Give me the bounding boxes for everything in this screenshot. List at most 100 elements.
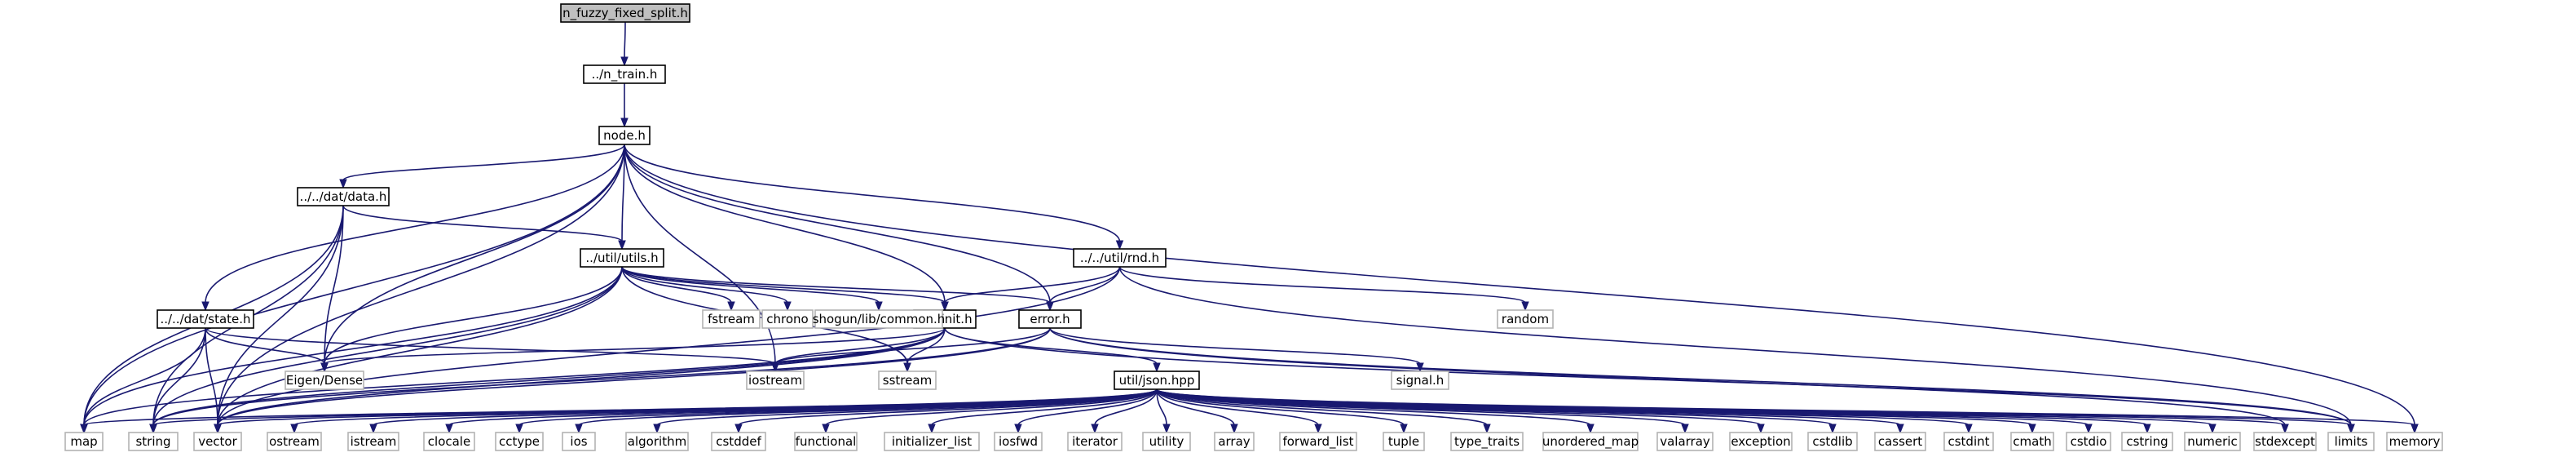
node-error[interactable]: error.h xyxy=(1018,309,1082,329)
node-fstream: fstream xyxy=(702,309,761,329)
edge-init-to-eigen xyxy=(324,327,946,365)
arrowhead-json-to-map xyxy=(80,424,88,434)
node-label-cstddef: cstddef xyxy=(716,434,761,449)
node-label-clocale: clocale xyxy=(428,434,470,449)
node-cmath: cmath xyxy=(2010,432,2054,451)
arrowhead-json-to-forward_list xyxy=(1314,424,1322,434)
edge-error-to-signal xyxy=(1049,327,1421,365)
edge-error-to-iostream xyxy=(774,327,1051,365)
node-exception: exception xyxy=(1729,432,1793,451)
arrowhead-json-to-stdexcept xyxy=(2281,424,2289,434)
arrowhead-json-to-ostream xyxy=(290,424,298,434)
node-algorithm: algorithm xyxy=(625,432,689,451)
node-label-string: string xyxy=(135,434,170,449)
arrowhead-node-to-state xyxy=(201,301,210,312)
node-label-eigen: Eigen/Dense xyxy=(286,373,363,388)
node-limits: limits xyxy=(2327,432,2375,451)
edge-node-to-map xyxy=(83,144,625,426)
node-box-algorithm xyxy=(625,432,689,451)
edge-utils-to-string xyxy=(152,266,623,426)
node-map: map xyxy=(64,432,104,451)
edge-utils-to-init xyxy=(621,266,946,304)
node-unordered_map: unordered_map xyxy=(1542,432,1639,451)
node-label-fstream: fstream xyxy=(708,312,755,326)
edge-utils-to-error xyxy=(621,266,1051,304)
node-box-signal xyxy=(1391,370,1449,390)
edge-node-to-data xyxy=(342,144,625,181)
edge-utils-to-shogun xyxy=(621,266,880,304)
node-state[interactable]: ../../dat/state.h xyxy=(157,309,254,329)
node-box-cstdio xyxy=(2066,432,2111,451)
edge-state-to-map xyxy=(83,327,206,426)
node-n_train[interactable]: ../n_train.h xyxy=(583,64,666,84)
arrowhead-json-to-cassert xyxy=(1896,424,1904,434)
node-cctype: cctype xyxy=(495,432,544,451)
node-label-iostream: iostream xyxy=(748,373,802,388)
node-type_traits: type_traits xyxy=(1450,432,1524,451)
arrowhead-json-to-memory xyxy=(2411,424,2419,434)
node-label-limits: limits xyxy=(2335,434,2368,449)
node-cstdint: cstdint xyxy=(1943,432,1994,451)
node-node[interactable]: node.h xyxy=(598,126,651,145)
edge-error-to-vector xyxy=(217,327,1051,426)
node-data[interactable]: ../../dat/data.h xyxy=(297,187,390,206)
arrowhead-rnd-to-error xyxy=(1046,301,1054,312)
node-label-valarray: valarray xyxy=(1660,434,1710,449)
edge-error-to-limits xyxy=(1049,327,2352,426)
edge-init-to-vector xyxy=(217,327,946,426)
node-box-sstream xyxy=(878,370,937,390)
edge-json-to-iterator xyxy=(1094,388,1158,426)
arrowhead-init-to-json xyxy=(1153,362,1161,373)
arrowhead-json-to-cstdio xyxy=(2084,424,2093,434)
node-utils[interactable]: ../util/utils.h xyxy=(580,248,664,268)
node-label-functional: functional xyxy=(796,434,857,449)
arrowhead-json-to-iterator xyxy=(1091,424,1099,434)
node-box-iosfwd xyxy=(994,432,1043,451)
node-tuple: tuple xyxy=(1383,432,1425,451)
arrowhead-json-to-utility xyxy=(1162,424,1171,434)
node-cstring: cstring xyxy=(2121,432,2173,451)
node-box-ostream xyxy=(267,432,322,451)
node-label-iterator: iterator xyxy=(1072,434,1118,449)
arrowhead-json-to-istream xyxy=(369,424,377,434)
node-iosfwd: iosfwd xyxy=(994,432,1043,451)
edge-node-to-error xyxy=(624,144,1051,304)
edge-data-to-utils xyxy=(342,205,623,242)
arrowhead-error-to-iostream xyxy=(771,362,779,373)
node-box-shogun xyxy=(814,309,943,329)
node-box-cstdlib xyxy=(1807,432,1858,451)
node-box-limits xyxy=(2327,432,2375,451)
arrowhead-node-to-rnd xyxy=(1115,240,1124,251)
node-label-state: ../../dat/state.h xyxy=(160,312,250,326)
node-label-signal: signal.h xyxy=(1396,373,1445,388)
arrowhead-json-to-array xyxy=(1230,424,1238,434)
node-label-iosfwd: iosfwd xyxy=(999,434,1038,449)
node-rnd[interactable]: ../../util/rnd.h xyxy=(1073,248,1167,268)
node-root[interactable]: n_fuzzy_fixed_split.h xyxy=(560,3,690,23)
node-box-n_train xyxy=(583,64,666,84)
edge-layer xyxy=(80,21,2419,434)
edge-state-to-eigen xyxy=(205,327,325,365)
arrowhead-json-to-initializer_list xyxy=(928,424,936,434)
arrowhead-error-to-signal xyxy=(1416,362,1424,373)
edge-json-to-type_traits xyxy=(1156,388,1488,426)
node-json[interactable]: util/json.hpp xyxy=(1114,370,1200,390)
edge-init-to-json xyxy=(944,327,1158,365)
node-label-random: random xyxy=(1502,312,1549,326)
node-label-cassert: cassert xyxy=(1878,434,1922,449)
node-clocale: clocale xyxy=(423,432,475,451)
edge-node-to-init xyxy=(624,144,946,304)
node-cstdlib: cstdlib xyxy=(1807,432,1858,451)
node-box-cstddef xyxy=(711,432,766,451)
node-numeric: numeric xyxy=(2184,432,2241,451)
node-forward_list: forward_list xyxy=(1279,432,1357,451)
arrowhead-json-to-functional xyxy=(822,424,830,434)
node-layer: n_fuzzy_fixed_split.h ../n_train.h node.h.… xyxy=(64,3,2443,451)
node-box-numeric xyxy=(2184,432,2241,451)
arrowhead-json-to-numeric xyxy=(2208,424,2217,434)
edge-json-to-initializer_list xyxy=(931,388,1158,426)
node-box-functional xyxy=(794,432,858,451)
node-label-node: node.h xyxy=(603,128,646,143)
node-array: array xyxy=(1214,432,1255,451)
